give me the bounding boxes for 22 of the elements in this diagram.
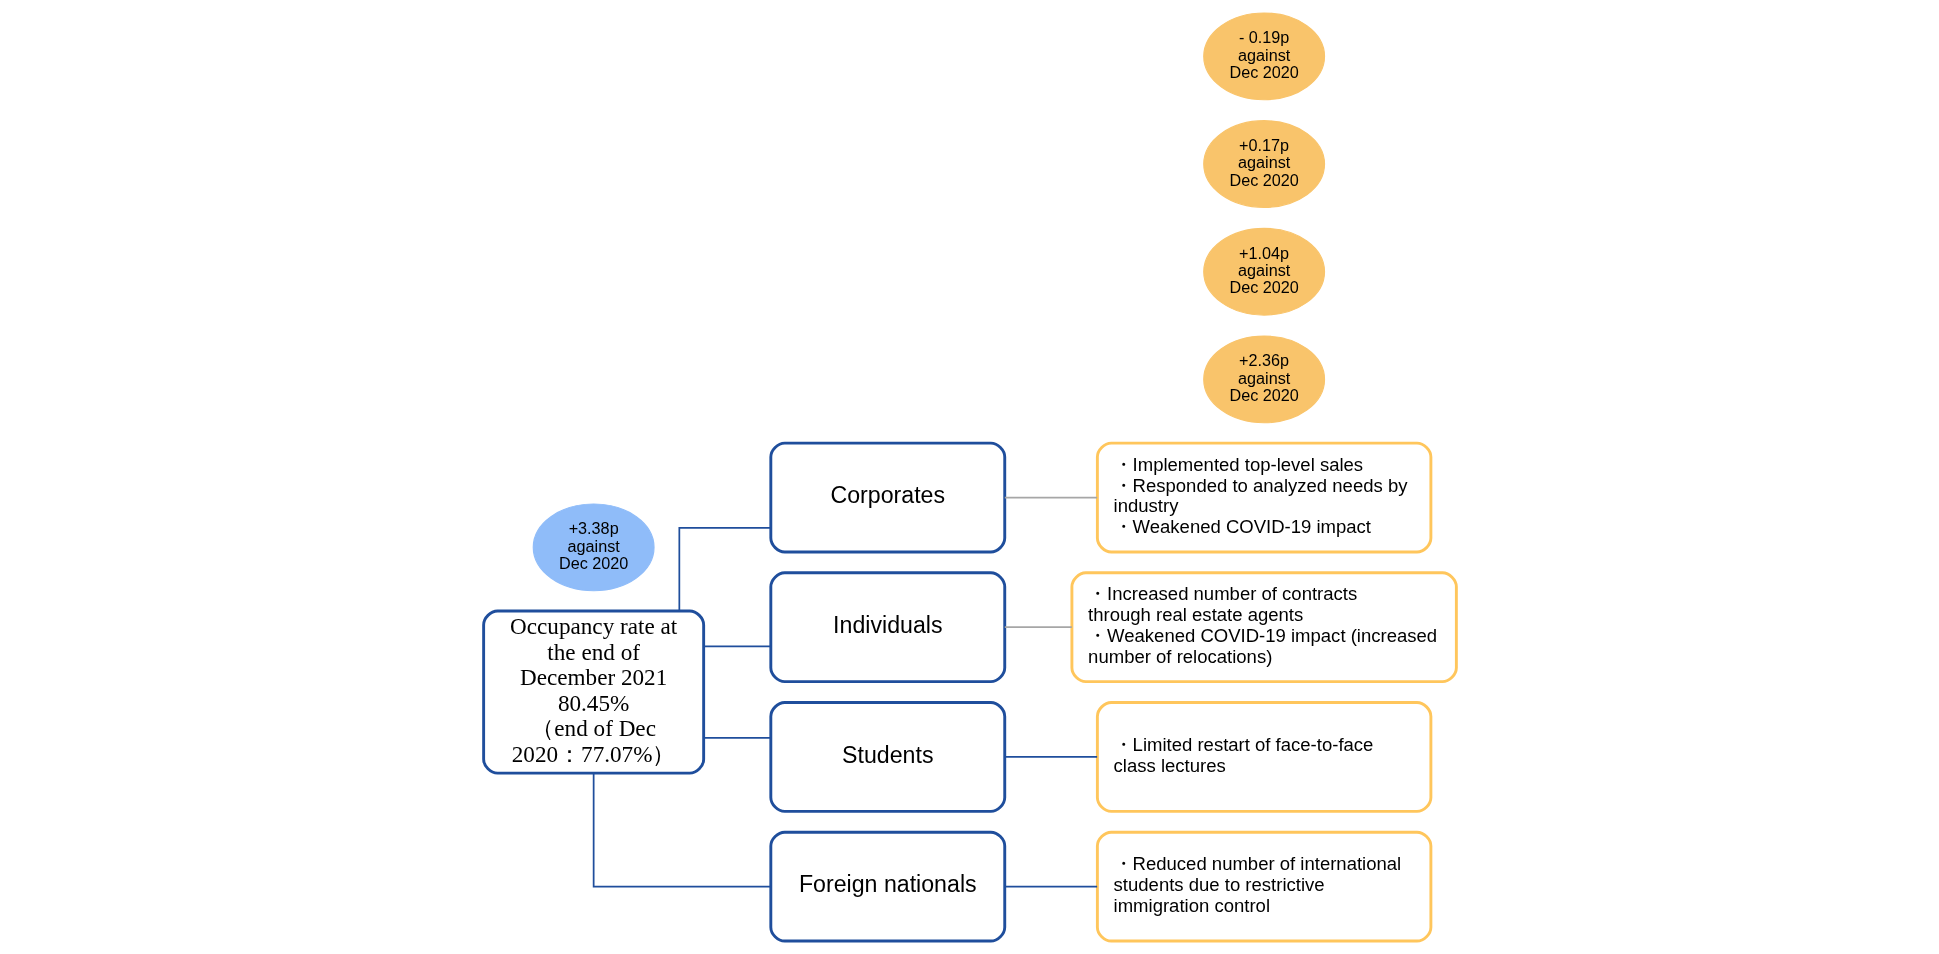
node-box: Corporates: [768, 441, 1006, 554]
node-ellipse: +1.04p against Dec 2020: [1202, 227, 1325, 316]
connector: [592, 772, 772, 888]
node-ellipse: +2.36p against Dec 2020: [1202, 335, 1325, 424]
node-box: ・Limited restart of face-to-face class lectures: [1095, 701, 1432, 813]
connector: [702, 645, 771, 648]
node-box: Foreign nationals: [768, 830, 1006, 943]
node-box: Individuals: [768, 571, 1006, 684]
node-box: ・Implemented top-level sales ・Responded to analyzed needs by industry ・Weakened COVID-19 impact: [1095, 441, 1432, 554]
node-ellipse: +3.38p against Dec 2020: [532, 503, 655, 592]
node-box: ・Increased number of contracts through real estate agents ・Weakened COVID-19 impact (increased number of relocations): [1069, 571, 1458, 684]
node-box: Occupancy rate at the end of December 2021 80.45% （end of Dec 2020：77.07%）: [481, 609, 705, 775]
node-box: Students: [768, 701, 1006, 813]
node-box: ・Reduced number of international students due to restrictive immigration control: [1095, 830, 1432, 943]
connector: [702, 736, 771, 739]
node-ellipse: +0.17p against Dec 2020: [1202, 120, 1325, 208]
connector: [1003, 885, 1098, 888]
connector: [1003, 756, 1098, 758]
connector: [677, 527, 772, 612]
node-ellipse: - 0.19p against Dec 2020: [1202, 12, 1325, 101]
connector: [1003, 496, 1098, 499]
connector: [1003, 626, 1073, 629]
